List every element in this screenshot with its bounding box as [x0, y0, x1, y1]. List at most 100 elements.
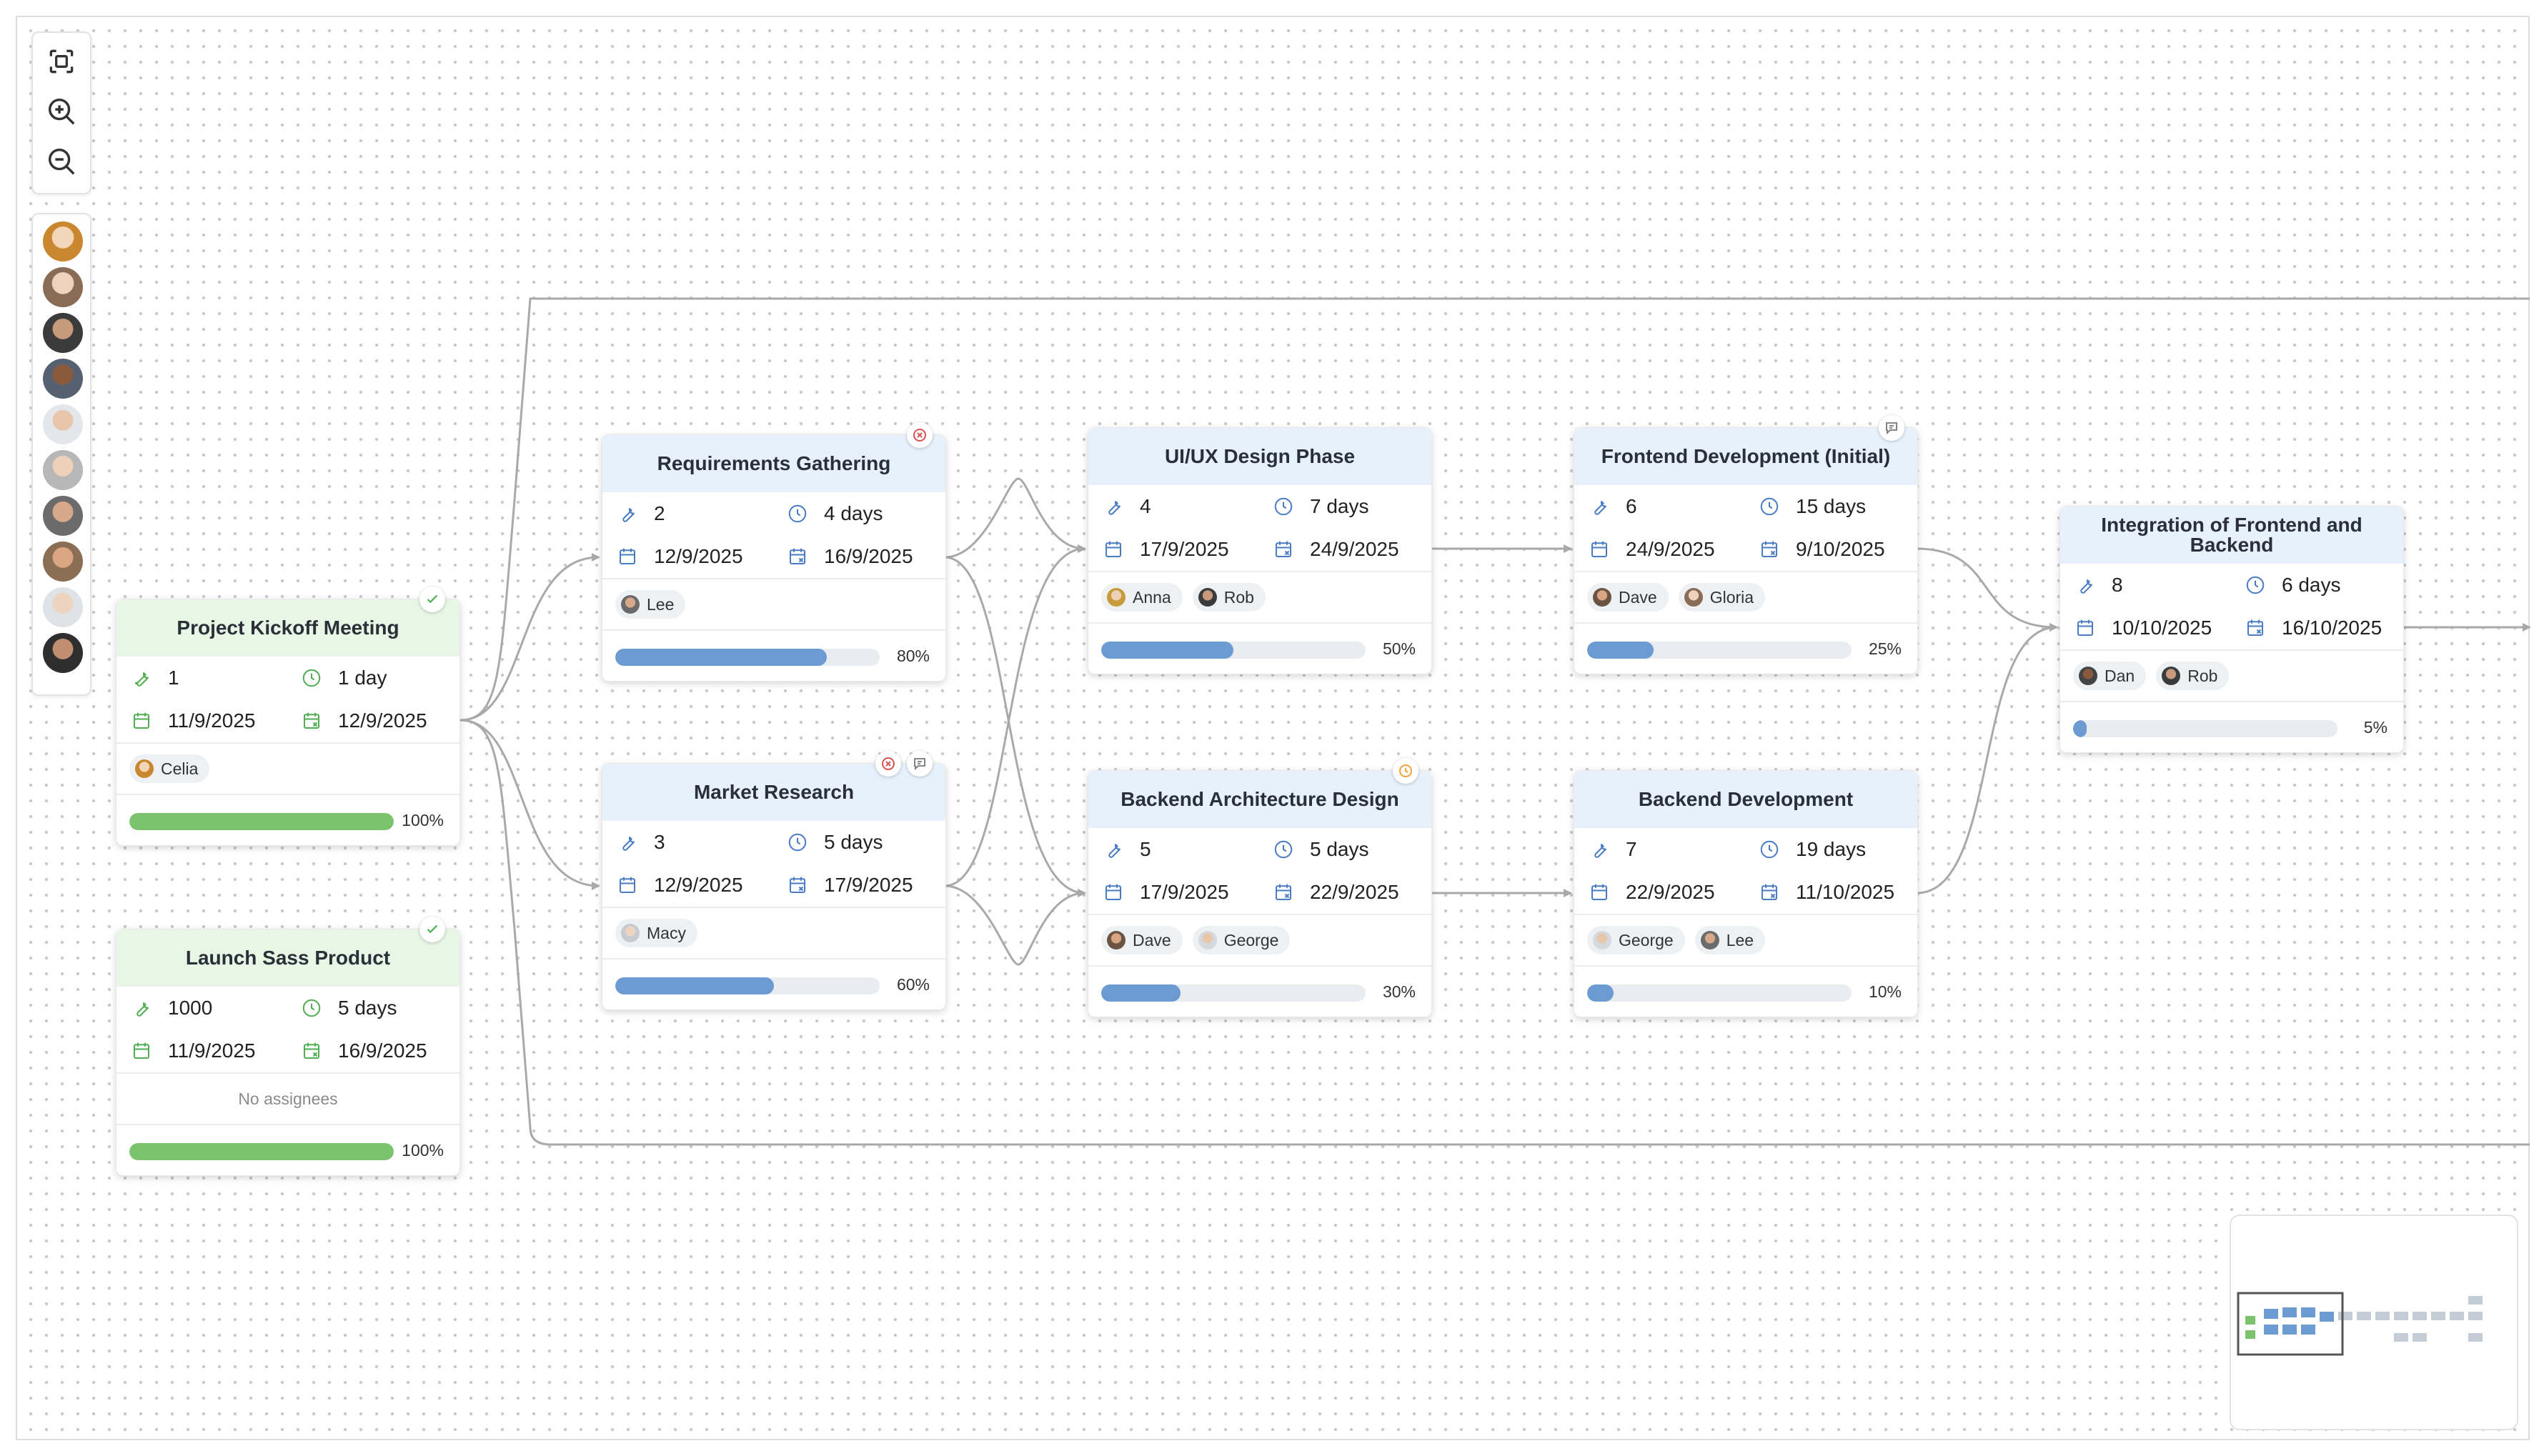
- blocked-x-icon[interactable]: [875, 751, 901, 777]
- zoom-in-icon: [48, 98, 75, 125]
- progress-bar: [1587, 984, 1852, 1002]
- avatar: [135, 759, 154, 778]
- person-avatar-3[interactable]: [43, 313, 83, 353]
- progress-label: 100%: [402, 1141, 444, 1160]
- task-end-date: 11/10/2025: [1796, 881, 1895, 903]
- progress-bar: [615, 977, 880, 994]
- task-card-requirements[interactable]: Requirements Gathering 2 4 days 12/9/202…: [602, 422, 946, 682]
- assignee-chip[interactable]: Anna: [1101, 583, 1183, 612]
- fit-view-icon: [49, 49, 74, 74]
- task-duration: 5 days: [1310, 838, 1369, 860]
- person-avatar-8[interactable]: [43, 542, 83, 582]
- progress-bar: [129, 813, 394, 830]
- pending-clock-icon[interactable]: [1393, 758, 1418, 784]
- assignee-chip[interactable]: Dave: [1587, 583, 1669, 612]
- wrench-icon: [136, 1002, 149, 1017]
- assignee-chip[interactable]: George: [1587, 926, 1685, 954]
- wrench-icon: [1108, 843, 1121, 858]
- avatar: [1593, 931, 1611, 949]
- no-assignees-label: No assignees: [238, 1089, 338, 1108]
- avatar: [2162, 667, 2181, 685]
- minimap-viewport: [2237, 1292, 2344, 1356]
- avatar: [1593, 588, 1611, 607]
- task-card-backend-dev[interactable]: Backend Development 7 19 days 22/9/2025 …: [1574, 770, 1918, 1017]
- progress-section: 30%: [1088, 967, 1431, 1017]
- comment-icon[interactable]: [907, 751, 933, 777]
- task-end-date: 24/9/2025: [1310, 538, 1399, 560]
- comment-icon[interactable]: [1879, 415, 1904, 441]
- zoom-out-icon: [48, 148, 75, 175]
- person-avatar-10[interactable]: [43, 633, 83, 673]
- assignee-chip[interactable]: Gloria: [1678, 583, 1766, 612]
- assignee-chip[interactable]: George: [1192, 926, 1291, 954]
- progress-label: 100%: [402, 811, 444, 829]
- progress-label: 5%: [2363, 718, 2388, 737]
- task-id: 3: [654, 831, 665, 853]
- assignee-list: Lee: [602, 579, 945, 629]
- assignee-chip[interactable]: Rob: [2156, 662, 2230, 690]
- person-avatar-7[interactable]: [43, 496, 83, 536]
- clock-icon: [1760, 840, 1779, 859]
- clock-icon: [788, 504, 807, 523]
- progress-section: 100%: [116, 1125, 459, 1175]
- minimap[interactable]: [2230, 1215, 2518, 1430]
- task-id: 5: [1140, 838, 1151, 860]
- progress-bar: [1101, 642, 1366, 659]
- progress-section: 50%: [1088, 624, 1431, 674]
- calendar-end-icon: [1762, 541, 1777, 557]
- task-title: Integration of Frontend and Backend: [2060, 507, 2403, 564]
- avatar: [1198, 931, 1217, 949]
- task-duration: 6 days: [2282, 574, 2341, 596]
- assignee-list: Macy: [602, 908, 945, 958]
- calendar-icon: [1105, 541, 1121, 557]
- task-card-market[interactable]: Market Research 3 5 days 12/9/2025 17/9/…: [602, 751, 946, 1010]
- assignee-chip[interactable]: Macy: [615, 919, 697, 947]
- wrench-icon: [1594, 843, 1607, 858]
- calendar-end-icon: [1276, 884, 1291, 900]
- wrench-icon: [1108, 500, 1121, 515]
- assignee-chip[interactable]: Rob: [1192, 583, 1266, 612]
- assignee-chip[interactable]: Celia: [129, 754, 210, 783]
- task-card-launch[interactable]: Launch Sass Product 1000 5 days 11/9/202…: [116, 917, 460, 1176]
- task-card-backend-arch[interactable]: Backend Architecture Design 5 5 days 17/…: [1088, 758, 1432, 1017]
- person-avatar-2[interactable]: [43, 267, 83, 307]
- task-card-integration[interactable]: Integration of Frontend and Backend 8 6 …: [2059, 506, 2404, 753]
- person-avatar-4[interactable]: [43, 359, 83, 399]
- assignee-chip[interactable]: Dan: [2073, 662, 2147, 690]
- task-duration: 19 days: [1796, 838, 1867, 860]
- fit-view-button[interactable]: [43, 43, 80, 80]
- progress-bar: [615, 649, 880, 666]
- person-avatar-9[interactable]: [43, 587, 83, 627]
- progress-bar: [2073, 720, 2337, 737]
- blocked-x-icon[interactable]: [907, 422, 933, 448]
- person-avatar-1[interactable]: [43, 221, 83, 261]
- task-start-date: 24/9/2025: [1626, 538, 1715, 560]
- wrench-icon: [622, 507, 635, 522]
- assignee-chip[interactable]: Lee: [615, 590, 686, 619]
- progress-label: 25%: [1868, 639, 1902, 658]
- avatar: [621, 595, 640, 614]
- clock-icon: [2246, 576, 2265, 594]
- progress-section: 10%: [1574, 967, 1917, 1017]
- task-card-frontend[interactable]: Frontend Development (Initial) 6 15 days…: [1574, 415, 1918, 674]
- progress-label: 80%: [896, 647, 930, 665]
- assignee-chip[interactable]: Dave: [1101, 926, 1183, 954]
- zoom-in-button[interactable]: [43, 93, 80, 130]
- progress-label: 10%: [1868, 982, 1902, 1001]
- task-title: Requirements Gathering: [602, 435, 945, 492]
- clock-icon: [788, 833, 807, 852]
- task-card-kickoff[interactable]: Project Kickoff Meeting 1 1 day 11/9/202…: [116, 587, 460, 846]
- calendar-icon: [1105, 884, 1121, 900]
- person-avatar-6[interactable]: [43, 450, 83, 490]
- calendar-icon: [1591, 884, 1607, 900]
- assignee-chip[interactable]: Lee: [1694, 926, 1766, 954]
- task-title: Backend Development: [1574, 771, 1917, 828]
- zoom-toolbar: [31, 31, 91, 194]
- calendar-icon: [620, 877, 635, 893]
- clock-icon: [302, 669, 321, 687]
- zoom-out-button[interactable]: [43, 143, 80, 180]
- person-avatar-5[interactable]: [43, 404, 83, 444]
- task-card-uiux[interactable]: UI/UX Design Phase 4 7 days 17/9/2025 24…: [1088, 427, 1432, 674]
- calendar-end-icon: [304, 712, 319, 729]
- calendar-icon: [2077, 619, 2093, 636]
